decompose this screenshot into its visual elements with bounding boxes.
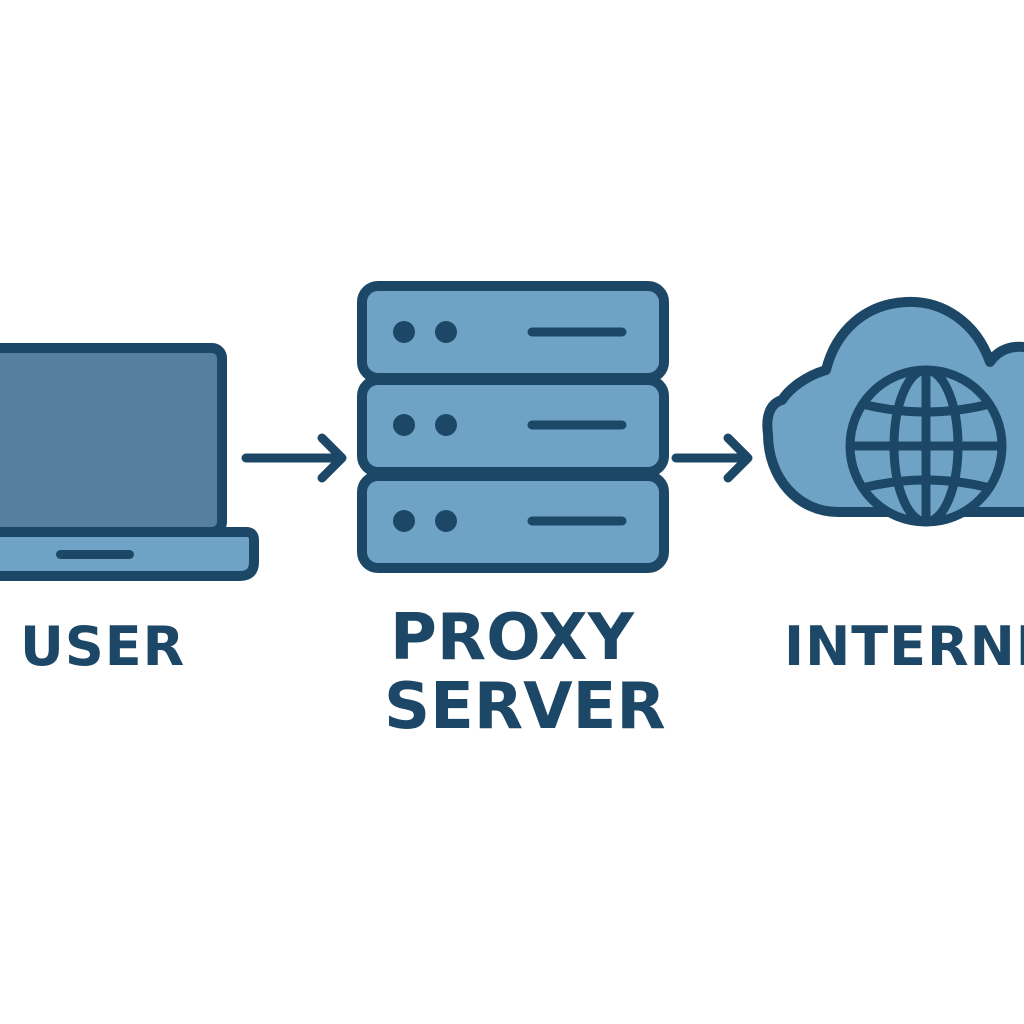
user-label: USER — [20, 615, 186, 678]
server-led — [393, 510, 415, 532]
server-led — [393, 414, 415, 436]
server-led — [435, 510, 457, 532]
arrow-right-icon — [241, 433, 347, 483]
laptop-trackpad — [56, 550, 134, 559]
proxy-server-label: PROXY SERVER — [384, 601, 666, 745]
server-unit — [357, 471, 669, 573]
server-rack-icon — [357, 281, 669, 573]
laptop-screen — [0, 343, 227, 537]
globe-icon — [845, 365, 1007, 527]
laptop-icon — [0, 343, 259, 581]
server-led — [435, 414, 457, 436]
proxy-label-line2: SERVER — [384, 670, 666, 745]
proxy-label-line1: PROXY — [390, 601, 634, 675]
cloud-globe-icon — [762, 296, 1024, 527]
server-led — [393, 321, 415, 343]
internet-label: INTERNE — [784, 615, 1024, 678]
arrow-right-icon — [671, 433, 753, 483]
server-led — [435, 321, 457, 343]
